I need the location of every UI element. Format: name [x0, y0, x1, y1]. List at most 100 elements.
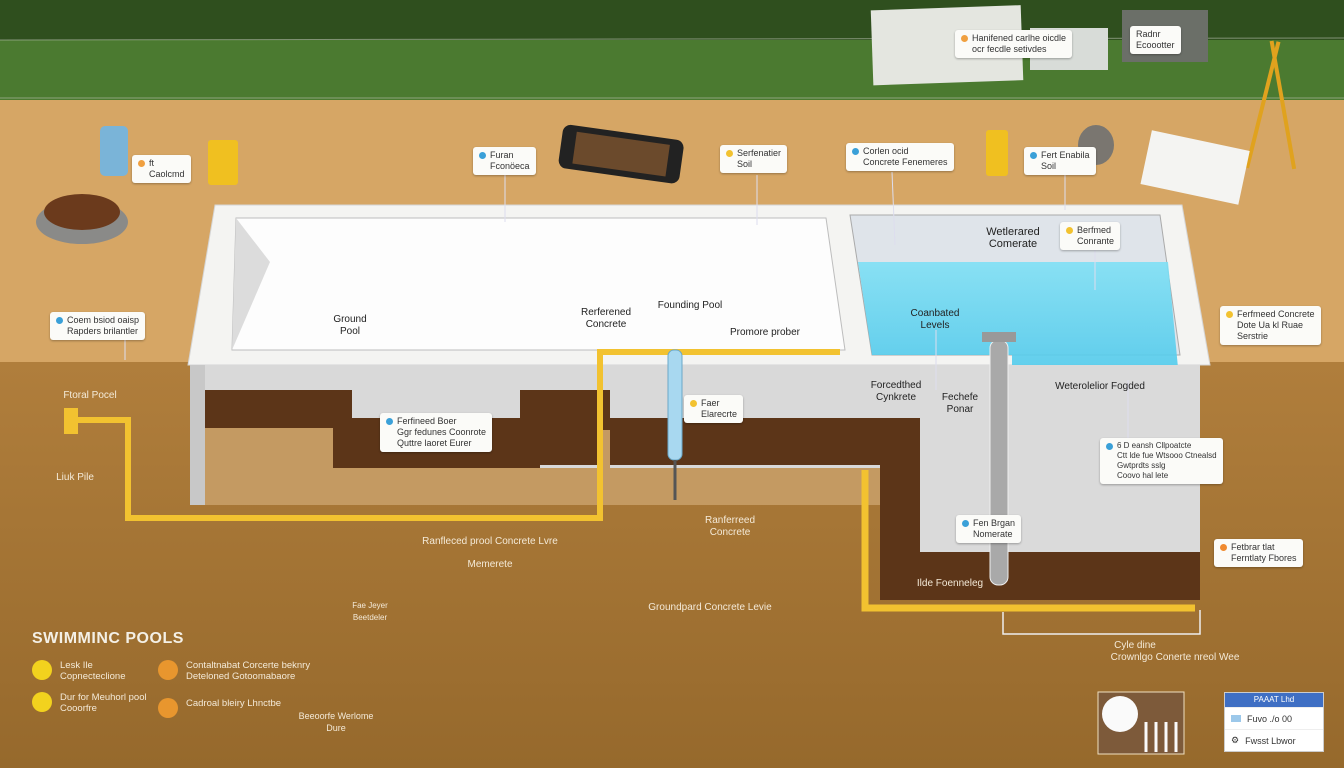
legend-extra: Beeoorfe Werlome Dure	[298, 711, 374, 733]
callout-line: Ctt lde fue Wtsooo Ctnealsd	[1117, 451, 1217, 460]
leader-lines	[124, 171, 1129, 438]
legend-item: Cadroal bleiry Lhnctbe	[158, 698, 288, 718]
yellow-drain-pipe	[861, 470, 1195, 612]
callout-line: Fconöeca	[490, 161, 530, 171]
fechefe-label: Fechefe Ponar	[941, 392, 979, 415]
callout-line: Dote Ua kl Ruae	[1237, 320, 1304, 330]
dot-icon	[690, 400, 697, 407]
callout-line: Soil	[737, 159, 753, 169]
callout-line: Coem bsiod oaisp	[67, 315, 140, 325]
ranferreed-label: Ranferreed Concrete	[704, 515, 756, 538]
legend-item: Dur for Meuhorl pool Cooorfre	[32, 692, 152, 714]
trees	[0, 0, 1344, 45]
inset-row: ⚙ Fwsst Lbwor	[1225, 729, 1323, 751]
dot-icon	[138, 160, 145, 167]
callout-line: Ggr fedunes Coonrote	[397, 427, 487, 437]
callout-line: Rapders brilantler	[67, 326, 139, 336]
dot-icon	[962, 520, 969, 527]
legend-text: Dur for Meuhorl pool Cooorfre	[60, 692, 147, 714]
callout-line: Nomerate	[973, 529, 1013, 539]
dot-icon	[386, 418, 393, 425]
dimension-line	[1002, 610, 1201, 635]
callout-line: Quttre laoret Eurer	[397, 438, 472, 448]
callout-line: Furan	[490, 150, 514, 160]
callout-line: Caolcmd	[149, 169, 185, 179]
orange-circle-icon	[158, 698, 178, 718]
callout-line: Ferfmeed Concrete	[1237, 309, 1315, 319]
dot-icon	[1066, 227, 1073, 234]
inset-row-text: Fuvo ./o 00	[1247, 713, 1293, 724]
label-line: Hanifened carlhe oicdle	[972, 33, 1067, 43]
fae-jeyer-label: Fae Jeyer Beetdeler	[352, 601, 388, 622]
inset-row-text: Fwsst Lbwor	[1245, 735, 1296, 746]
ranfleced-label: Ranfleced prool Concrete Lvre	[422, 536, 558, 547]
yellow-meter	[986, 130, 1008, 176]
blueprint-sheet	[1140, 130, 1250, 205]
coanbated-label: Coanbated Levels	[910, 308, 960, 331]
callout-line: Soil	[1041, 161, 1057, 171]
callout-line: Ferntlaty Fbores	[1231, 553, 1297, 563]
dot-icon	[852, 148, 859, 155]
ftoral-label: Ftoral Pocel	[63, 390, 117, 401]
callout-line: Serfenatier	[737, 148, 782, 158]
folder-icon	[1231, 715, 1241, 722]
callout-line: Conrante	[1077, 236, 1115, 246]
founding-pool-label: Founding Pool	[657, 300, 723, 311]
label-line: ocr fecdle setivdes	[972, 44, 1047, 54]
orange-dot-icon	[961, 35, 968, 42]
settings-icon: ⚙	[1231, 735, 1240, 745]
dot-icon	[1226, 311, 1233, 318]
dot-icon	[1030, 152, 1037, 159]
meter-device	[208, 140, 238, 185]
legend-text: Contaltnabat Corcerte beknry Deteloned G…	[186, 660, 311, 682]
callout-line: Ferfineed Boer	[397, 416, 457, 426]
callout-line: Fetbrar tlat	[1231, 542, 1275, 552]
callout-line: Gwtprdts sslg	[1117, 461, 1166, 470]
promore-label: Promore prober	[729, 327, 801, 338]
wetlerared-label: Wetlerared Comerate	[986, 226, 1040, 250]
sand-layer	[205, 428, 880, 505]
inset-panel: PAAAT Lhd Fuvo ./o 00 ⚙ Fwsst Lbwor	[1224, 692, 1324, 752]
cyle-label: Cyle dine	[1114, 640, 1156, 651]
left-basin	[231, 217, 846, 351]
yellow-circle-icon	[32, 660, 52, 680]
callout-line: Corlen ocid	[863, 146, 909, 156]
callout-line: Elarecrte	[701, 409, 738, 419]
dot-icon	[726, 150, 733, 157]
liuk-pile-label: Liuk Pile	[56, 472, 94, 483]
inset-title: PAAAT Lhd	[1225, 693, 1323, 707]
fence	[0, 37, 1344, 99]
crownlgo-label: Crownlgo Conerte nreol Wee	[1110, 652, 1240, 663]
weterolelior-label: Weterolelior Fogded	[1055, 381, 1145, 392]
yellow-circle-icon	[32, 692, 52, 712]
legend-item: Lesk Ile Copnecteclione	[32, 660, 152, 682]
probe-tube	[667, 349, 683, 461]
callout-line: ft	[149, 158, 155, 168]
label-line: Ecoootter	[1136, 40, 1175, 50]
grass	[0, 40, 1344, 102]
yellow-pipe	[70, 349, 840, 521]
site-plan-sheet	[870, 5, 1024, 86]
callout-line: Coovo hal lete	[1117, 471, 1169, 480]
memerete-label: Memerete	[467, 559, 513, 570]
dot-icon	[1220, 544, 1227, 551]
forcedthed-label: Forcedthed Cynkrete	[870, 380, 922, 403]
legend-text: Lesk Ile Copnecteclione	[60, 660, 126, 682]
legend-text: Cadroal bleiry Lhnctbe	[186, 698, 282, 709]
inset-row: Fuvo ./o 00	[1225, 707, 1323, 729]
pipe-valve	[64, 408, 78, 434]
callout-line: Berfmed	[1077, 225, 1112, 235]
